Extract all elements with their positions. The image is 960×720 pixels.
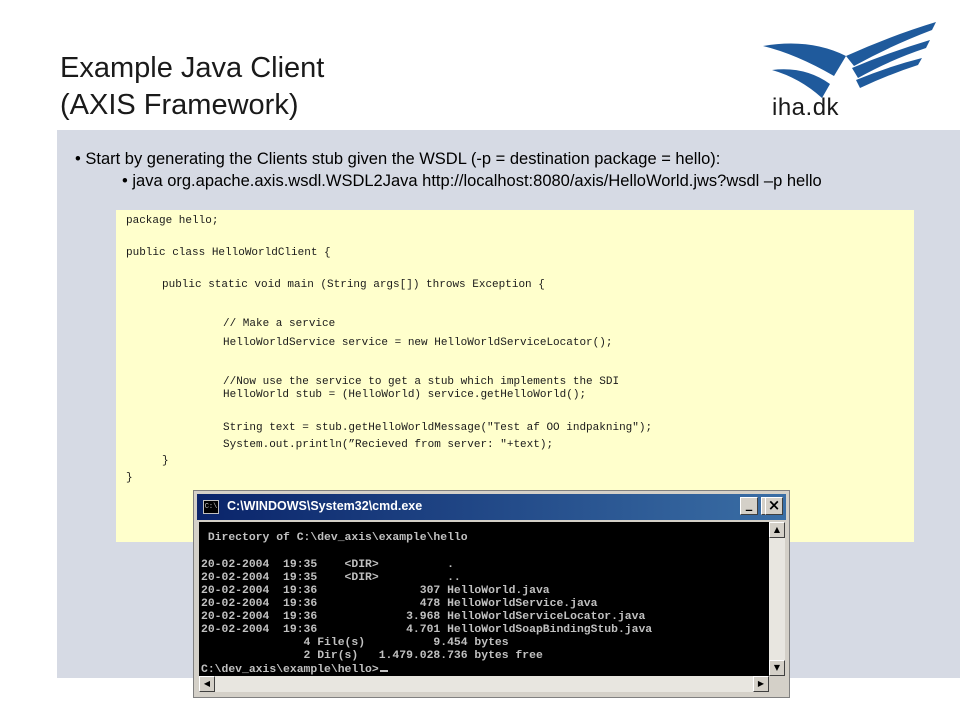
code-line: public class HelloWorldClient { (126, 247, 331, 259)
close-icon: × (767, 496, 781, 514)
cmd-title-bar[interactable]: C:\ C:\WINDOWS\System32\cmd.exe _ □ (197, 494, 786, 520)
close-button[interactable]: × (765, 497, 783, 515)
horizontal-scrollbar[interactable]: ◀ ▶ (199, 676, 769, 692)
bullet-wsdl2java-command: • java org.apache.axis.wsdl.WSDL2Java ht… (122, 172, 822, 190)
code-line: public static void main (String args[]) … (162, 279, 545, 291)
logo-text: iha.dk (772, 94, 840, 121)
code-line: } (126, 472, 133, 484)
cmd-prompt-line[interactable]: C:\dev_axis\example\hello> (201, 664, 388, 676)
code-line: //Now use the service to get a stub whic… (223, 376, 620, 388)
code-line: } (162, 455, 169, 467)
code-line: System.out.println(”Recieved from server… (223, 439, 554, 451)
cmd-line: 20-02-2004 19:35 <DIR> .. (201, 572, 461, 584)
text-cursor (379, 670, 388, 672)
minimize-icon: _ (745, 497, 753, 512)
cmd-line: 20-02-2004 19:36 307 HelloWorld.java (201, 585, 550, 597)
code-line: HelloWorld stub = (HelloWorld) service.g… (223, 389, 587, 401)
scroll-right-icon[interactable]: ▶ (753, 676, 769, 692)
cmd-line: 20-02-2004 19:36 4.701 HelloWorldSoapBin… (201, 624, 653, 636)
code-line: String text = stub.getHelloWorldMessage(… (223, 422, 653, 434)
code-listing: package hello; public class HelloWorldCl… (116, 210, 914, 542)
cmd-line: 2 Dir(s) 1.479.028.736 bytes free (201, 650, 543, 662)
cmd-line: Directory of C:\dev_axis\example\hello (201, 532, 468, 544)
slide-title-line-2: (AXIS Framework) (60, 89, 299, 121)
bullet-generate-stub: • Start by generating the Clients stub g… (75, 150, 721, 168)
slide-title-line-1: Example Java Client (60, 52, 325, 84)
scroll-down-icon[interactable]: ▼ (769, 660, 785, 676)
code-line: // Make a service (223, 318, 336, 330)
cmd-app-icon[interactable]: C:\ (203, 500, 219, 514)
cmd-output[interactable]: Directory of C:\dev_axis\example\hello 2… (199, 522, 769, 676)
iha-logo-icon (763, 22, 936, 98)
cmd-line: 20-02-2004 19:36 478 HelloWorldService.j… (201, 598, 598, 610)
minimize-button[interactable]: _ (740, 497, 758, 515)
cmd-title-text: C:\WINDOWS\System32\cmd.exe (227, 499, 423, 513)
scroll-up-icon[interactable]: ▲ (769, 522, 785, 538)
slide-title: Example Java Client (AXIS Framework) (60, 50, 324, 124)
vertical-scrollbar[interactable]: ▲ ▼ (769, 522, 785, 676)
cmd-line: 20-02-2004 19:36 3.968 HelloWorldService… (201, 611, 646, 623)
cmd-window[interactable]: C:\ C:\WINDOWS\System32\cmd.exe _ □ × Di… (193, 490, 790, 698)
cmd-line: 20-02-2004 19:35 <DIR> . (201, 559, 454, 571)
code-line: package hello; (126, 215, 219, 227)
code-line: HelloWorldService service = new HelloWor… (223, 337, 613, 349)
cmd-line: 4 File(s) 9.454 bytes (201, 637, 509, 649)
scrollbar-corner (769, 676, 785, 692)
cmd-prompt: C:\dev_axis\example\hello> (201, 664, 379, 676)
scroll-left-icon[interactable]: ◀ (199, 676, 215, 692)
